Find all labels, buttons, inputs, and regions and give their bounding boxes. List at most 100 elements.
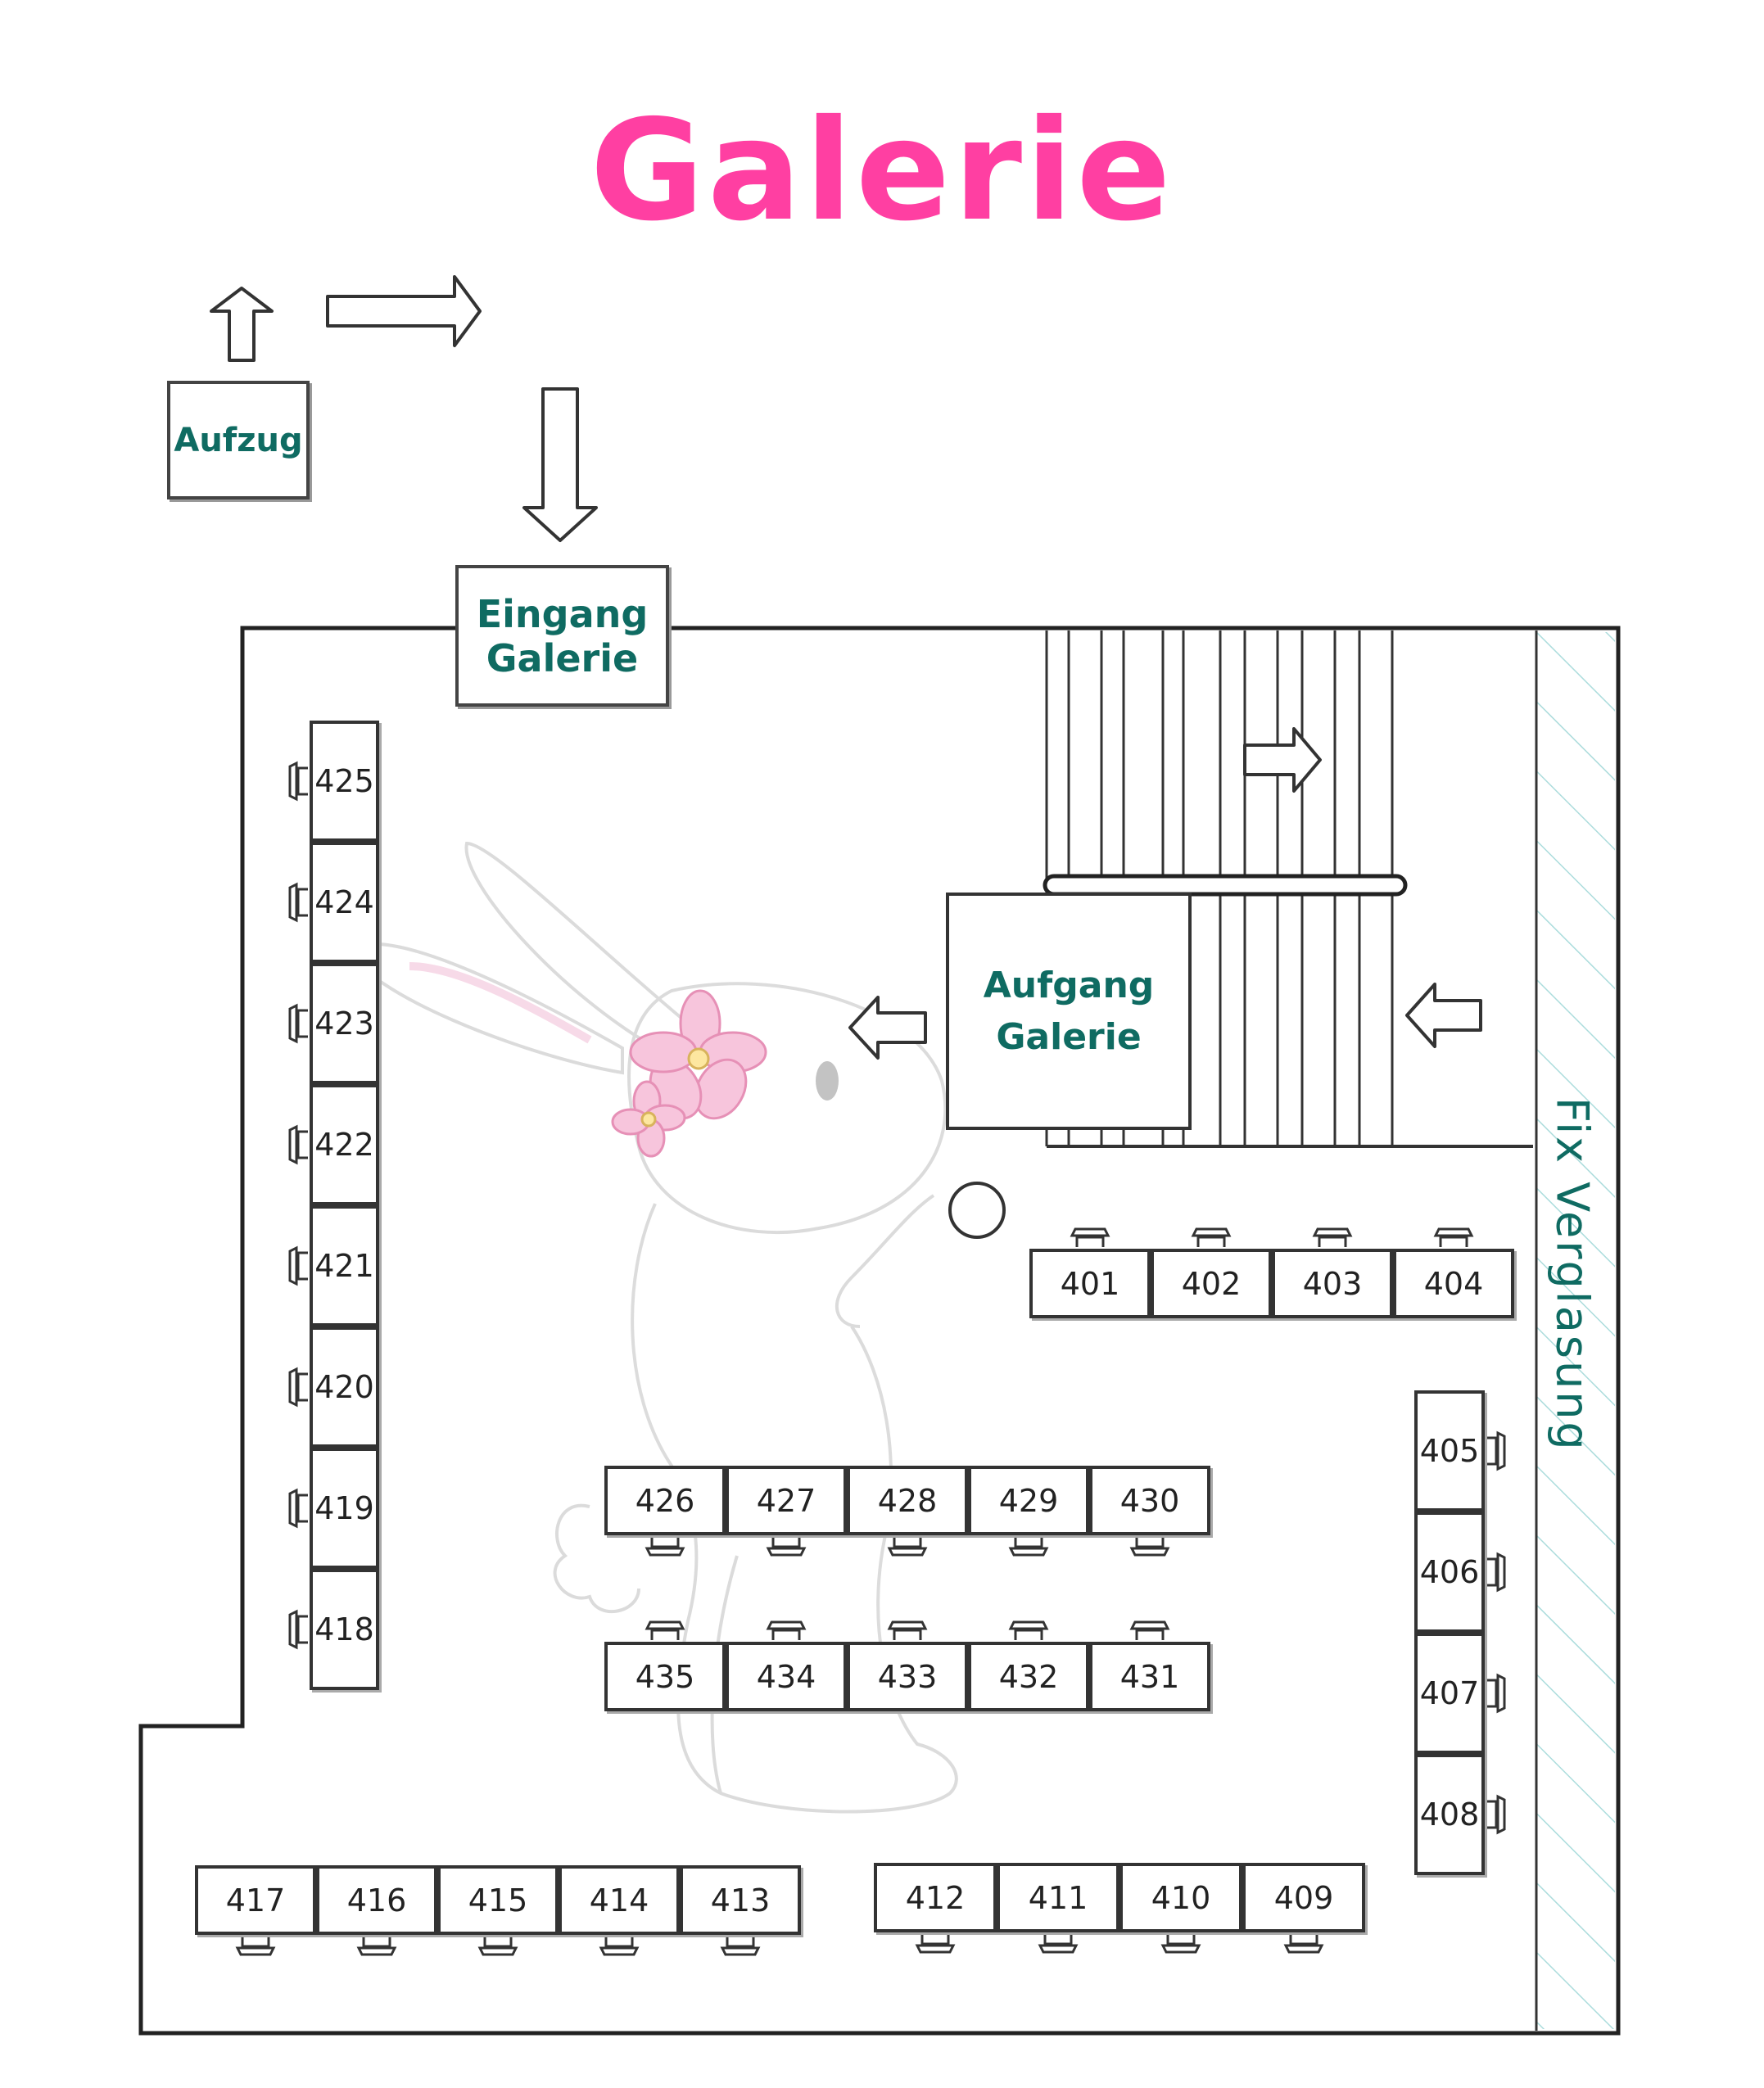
- desk-number: 411: [1028, 1879, 1088, 1916]
- desk-number: 432: [998, 1658, 1059, 1695]
- desk-426: 426: [604, 1466, 726, 1535]
- desk-number: 435: [635, 1658, 695, 1695]
- desk-424: 424: [310, 842, 379, 963]
- arrow-down-icon: [522, 387, 598, 542]
- desk-425: 425: [310, 721, 379, 842]
- glazing-strip: [1535, 630, 1615, 2031]
- desk-number: 425: [314, 763, 374, 799]
- desk-431: 431: [1089, 1642, 1210, 1711]
- chair-icon: [235, 1937, 276, 1956]
- desk-405: 405: [1414, 1390, 1485, 1512]
- desk-404: 404: [1393, 1249, 1514, 1318]
- desk-434: 434: [726, 1642, 847, 1711]
- flower-icon: [611, 989, 767, 1158]
- chair-icon: [288, 882, 308, 923]
- desk-412: 412: [874, 1863, 997, 1932]
- desk-427: 427: [726, 1466, 847, 1535]
- desk-number: 412: [905, 1879, 966, 1916]
- chair-icon: [599, 1937, 640, 1956]
- outer-wall: [138, 626, 1621, 2036]
- chair-icon: [1486, 1794, 1506, 1835]
- desk-number: 402: [1181, 1265, 1242, 1302]
- desk-number: 434: [756, 1658, 816, 1695]
- desk-number: 414: [589, 1882, 649, 1919]
- desk-409: 409: [1242, 1863, 1365, 1932]
- arrow-up-icon: [210, 287, 274, 362]
- chair-icon: [645, 1620, 685, 1640]
- desk-number: 409: [1273, 1879, 1334, 1916]
- stairs-label-box: Aufgang Galerie: [946, 893, 1192, 1130]
- desk-number: 420: [314, 1369, 374, 1405]
- desk-number: 407: [1419, 1675, 1480, 1711]
- elevator-box: Aufzug: [167, 381, 310, 499]
- chair-icon: [1038, 1934, 1079, 1954]
- arrow-right-icon: [326, 275, 482, 347]
- chair-icon: [645, 1537, 685, 1557]
- desk-number: 429: [998, 1482, 1059, 1519]
- chair-icon: [356, 1937, 397, 1956]
- chair-icon: [1486, 1673, 1506, 1714]
- desk-429: 429: [968, 1466, 1089, 1535]
- desk-number: 424: [314, 884, 374, 920]
- desk-number: 427: [756, 1482, 816, 1519]
- chair-icon: [1129, 1620, 1170, 1640]
- chair-icon: [1160, 1934, 1201, 1954]
- chair-icon: [1008, 1537, 1049, 1557]
- desk-433: 433: [847, 1642, 968, 1711]
- desk-415: 415: [437, 1865, 559, 1935]
- desk-number: 413: [710, 1882, 771, 1919]
- desk-410: 410: [1119, 1863, 1242, 1932]
- desk-406: 406: [1414, 1512, 1485, 1633]
- desk-435: 435: [604, 1642, 726, 1711]
- chair-icon: [887, 1537, 928, 1557]
- desk-432: 432: [968, 1642, 1089, 1711]
- desk-number: 418: [314, 1611, 374, 1647]
- desk-number: 403: [1302, 1265, 1363, 1302]
- desk-430: 430: [1089, 1466, 1210, 1535]
- chair-icon: [288, 1124, 308, 1165]
- desk-422: 422: [310, 1084, 379, 1205]
- chair-icon: [477, 1937, 518, 1956]
- desk-number: 408: [1419, 1796, 1480, 1833]
- desk-number: 421: [314, 1248, 374, 1284]
- glazing-label: Fix Verglasung: [1546, 1097, 1599, 1453]
- desk-428: 428: [847, 1466, 968, 1535]
- chair-icon: [288, 1488, 308, 1529]
- desk-402: 402: [1151, 1249, 1272, 1318]
- chair-icon: [720, 1937, 761, 1956]
- entrance-label-line2: Galerie: [486, 635, 639, 680]
- chair-icon: [1486, 1430, 1506, 1471]
- chair-icon: [288, 1245, 308, 1286]
- chair-icon: [288, 761, 308, 802]
- desk-423: 423: [310, 963, 379, 1084]
- chair-icon: [1486, 1552, 1506, 1593]
- page-title: Galerie: [590, 90, 1174, 252]
- chair-icon: [1433, 1227, 1474, 1247]
- desk-407: 407: [1414, 1633, 1485, 1754]
- chair-icon: [887, 1620, 928, 1640]
- desk-number: 410: [1151, 1879, 1211, 1916]
- desk-number: 419: [314, 1490, 374, 1526]
- desk-number: 422: [314, 1127, 374, 1163]
- desk-411: 411: [997, 1863, 1119, 1932]
- chair-icon: [766, 1537, 807, 1557]
- staircase: [1043, 630, 1533, 1148]
- desk-number: 417: [225, 1882, 286, 1919]
- arrow-left-icon: [848, 996, 927, 1060]
- desk-number: 431: [1119, 1658, 1180, 1695]
- desk-420: 420: [310, 1326, 379, 1448]
- entrance-box: Eingang Galerie: [455, 565, 669, 707]
- desk-number: 406: [1419, 1554, 1480, 1590]
- entrance-label-line1: Eingang: [476, 591, 649, 636]
- desk-number: 405: [1419, 1433, 1480, 1469]
- desk-number: 423: [314, 1006, 374, 1042]
- chair-icon: [766, 1620, 807, 1640]
- desk-418: 418: [310, 1569, 379, 1690]
- desk-414: 414: [559, 1865, 680, 1935]
- chair-icon: [288, 1609, 308, 1650]
- desk-401: 401: [1029, 1249, 1151, 1318]
- chair-icon: [1008, 1620, 1049, 1640]
- desk-416: 416: [316, 1865, 437, 1935]
